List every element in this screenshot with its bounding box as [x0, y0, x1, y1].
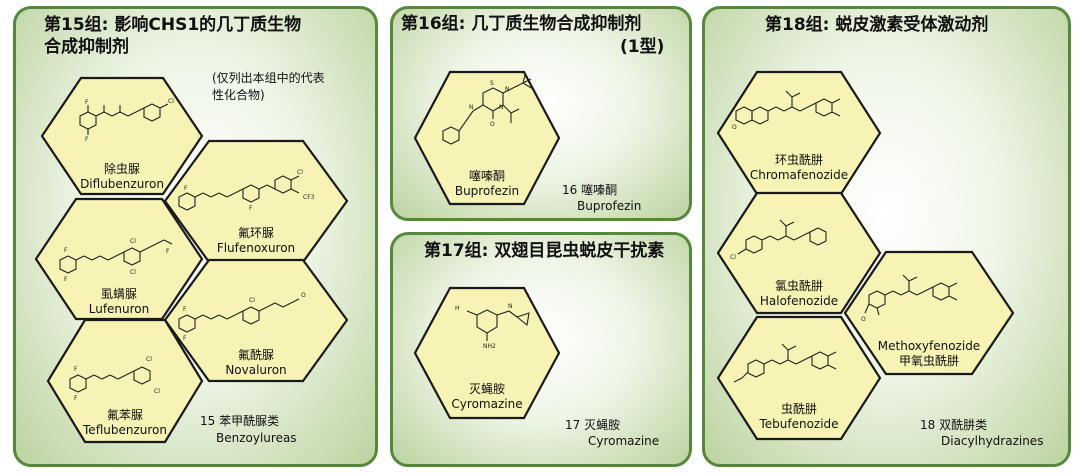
compound-name-cn: 甲氧虫酰肼	[898, 354, 959, 368]
hexagon-shape	[34, 197, 204, 321]
atom-label: Cl	[297, 169, 303, 176]
atom-label: F	[184, 185, 188, 192]
compound-name-cn: 噻嗪酮	[468, 169, 505, 183]
atom-label: O	[301, 292, 306, 299]
atom-label: F	[249, 205, 253, 212]
group15-title-line2: 合成抑制剂	[44, 37, 129, 57]
group17-class-cn: 17 灭蝇胺	[565, 418, 621, 432]
atom-label: F	[64, 247, 68, 254]
atom-label: F	[85, 99, 89, 106]
group16-class-cn: 16 噻嗪酮	[562, 183, 618, 197]
atom-label: Cl	[168, 98, 174, 105]
halofenozide-structure: Cl	[730, 219, 827, 261]
hex-methoxyfenozide: O Methoxyfenozide 甲氧虫酰肼	[843, 250, 1015, 376]
hex-diflubenzuron: F F Cl 除虫脲 Diflubenzuron	[40, 76, 204, 196]
hex-buprofezin: S N N N O 噻嗪酮 Buprofezin	[413, 70, 561, 206]
compound-name-cn: 氟酰脲	[237, 348, 274, 362]
atom-label: N	[508, 303, 513, 310]
atom-label: O	[732, 124, 737, 131]
atom-label: N	[499, 104, 504, 111]
atom-label: F	[183, 335, 187, 342]
atom-label: F	[85, 136, 89, 143]
hex-chromafenozide: O 环虫酰肼 Chromafenozide	[716, 70, 882, 196]
atom-label: Cl	[730, 254, 736, 261]
atom-label: F	[183, 306, 187, 313]
compound-name-en: Halofenozide	[759, 294, 839, 308]
compound-name-en: Teflubenzuron	[83, 423, 167, 437]
compound-name-cn: 氯虫酰肼	[774, 279, 823, 293]
atom-label: Cl	[154, 388, 160, 395]
atom-label: Cl	[130, 238, 136, 245]
atom-label: NH2	[483, 343, 496, 350]
compound-name-en: Diflubenzuron	[80, 177, 164, 191]
compound-name-cn: 虱螨脲	[100, 287, 137, 301]
atom-label: H	[455, 305, 460, 312]
group15-title-line1: 第15组: 影响CHS1的几丁质生物	[44, 15, 302, 35]
atom-label: Cl	[146, 356, 152, 363]
hexagon-shape	[46, 318, 204, 444]
atom-label: Cl	[130, 269, 136, 276]
group18-class-cn: 18 双酰肼类	[920, 418, 988, 432]
compound-name-en: Cyromazine	[451, 397, 523, 411]
group16-title-line1: 第16组: 几丁质生物合成抑制剂	[401, 14, 642, 34]
atom-label: S	[490, 80, 494, 87]
chromafenozide-structure: O	[732, 90, 841, 131]
hex-halofenozide: Cl 氯虫酰肼 Halofenozide	[716, 191, 882, 315]
compound-name-cn: 虫酰肼	[780, 402, 817, 416]
novaluron-structure: ClF F O	[178, 292, 306, 342]
hexagon-shape	[413, 70, 561, 206]
hexagon-shape	[716, 315, 882, 441]
atom-label: F	[74, 366, 78, 373]
group17-class-en: Cyromazine	[588, 434, 660, 448]
atom-label: F	[64, 276, 68, 283]
group15-class-cn: 15 苯甲酰脲类	[200, 414, 280, 428]
compound-name-en: Novaluron	[225, 363, 287, 377]
group18-title: 第18组: 蜕皮激素受体激动剂	[765, 15, 989, 35]
group16-title-line2: (1型)	[620, 37, 665, 57]
hexagon-shape	[163, 258, 349, 383]
compound-name-en: Lufenuron	[88, 302, 150, 316]
group15-class-en: Benzoylureas	[216, 431, 297, 445]
compound-name-en: Methoxyfenozide	[877, 339, 981, 353]
atom-label: Cl	[249, 297, 255, 304]
hexagon-shape	[843, 250, 1015, 376]
methoxyfenozide-structure: O	[861, 274, 958, 323]
atom-label: CF3	[303, 194, 315, 201]
group15-subnote-line1: (仅列出本组中的代表	[212, 71, 325, 85]
compound-name-cn: 除虫脲	[103, 162, 140, 176]
group17-title: 第17组: 双翅目昆虫蜕皮干扰素	[424, 241, 665, 261]
diflubenzuron-structure: F F Cl	[79, 98, 174, 143]
atom-label: F	[166, 248, 170, 255]
atom-label: N	[505, 86, 510, 93]
tebufenozide-structure	[733, 343, 837, 383]
group18-class-en: Diacylhydrazines	[941, 434, 1044, 448]
hex-tebufenozide: 虫酰肼 Tebufenozide	[716, 315, 882, 441]
atom-label: N	[469, 104, 474, 111]
compound-name-cn: 环虫酰肼	[774, 153, 823, 167]
cyromazine-structure: H NH2 N	[455, 303, 530, 350]
compound-name-cn: 氟环脲	[237, 226, 274, 240]
compound-name-en: Buprofezin	[454, 184, 520, 198]
atom-label: O	[861, 316, 866, 323]
compound-name-cn: 氟苯脲	[106, 408, 143, 422]
compound-name-en: Chromafenozide	[749, 168, 849, 182]
compound-name-en: Flufenoxuron	[216, 241, 296, 255]
compound-name-en: Tebufenozide	[759, 417, 839, 431]
hex-cyromazine: H NH2 N 灭蝇胺 Cyromazine	[413, 286, 561, 420]
group15-subnote-line2: 性化合物)	[212, 88, 265, 102]
buprofezin-structure: S N N N O	[442, 74, 534, 145]
hexagon-shape	[716, 191, 882, 315]
atom-label: F	[74, 395, 78, 402]
group16-class-en: Buprofezin	[577, 199, 642, 213]
compound-name-cn: 灭蝇胺	[468, 382, 505, 396]
atom-label: O	[490, 121, 495, 128]
hexagon-shape	[413, 286, 561, 420]
